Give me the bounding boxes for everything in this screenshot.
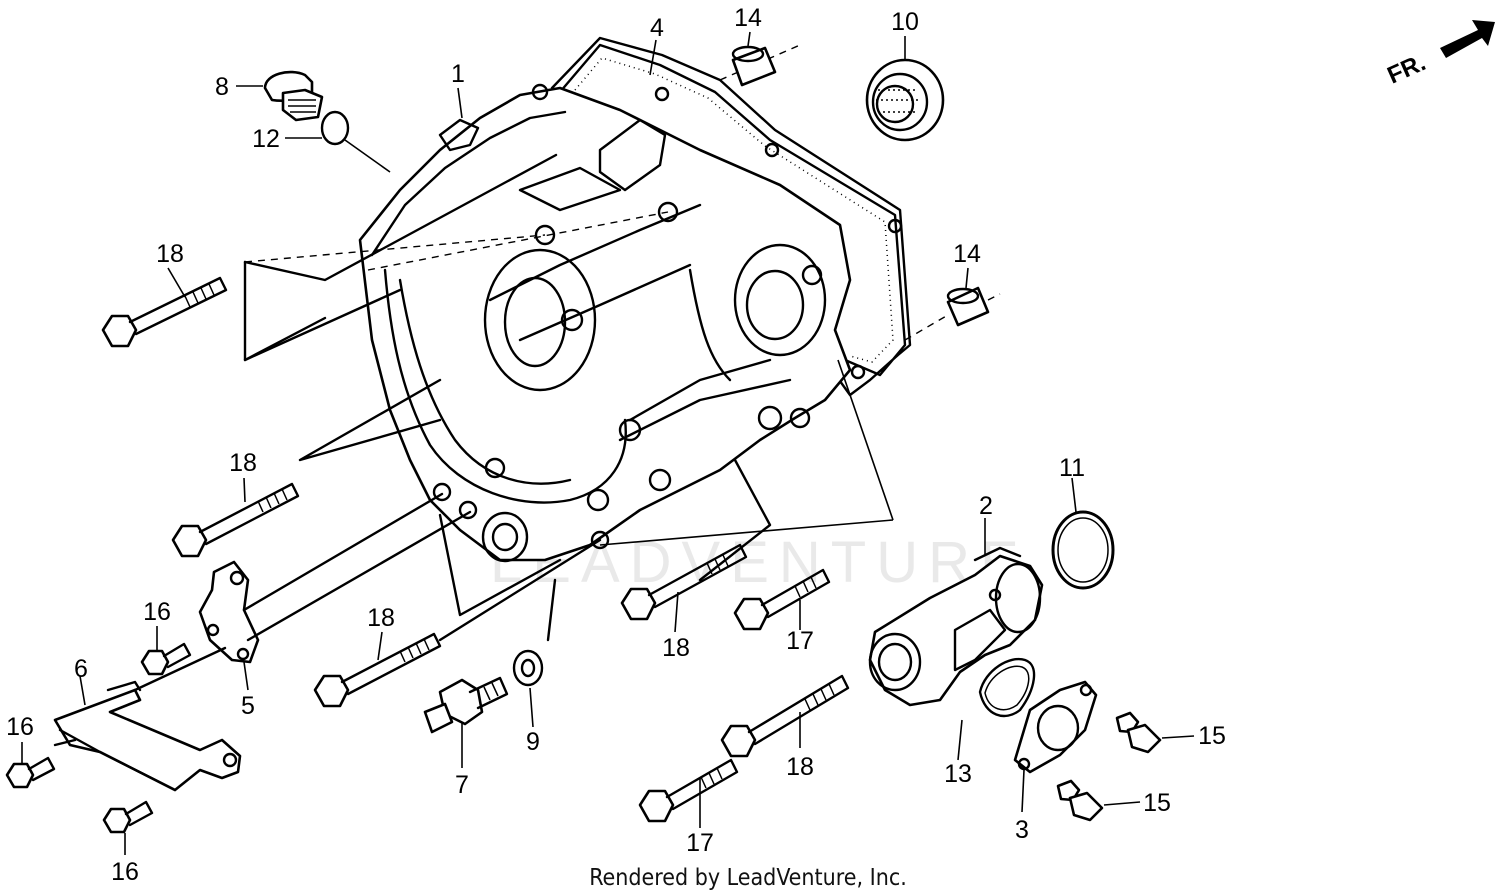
callout-16-upper: 16 <box>143 598 171 626</box>
callout-6: 6 <box>74 655 88 683</box>
callout-3: 3 <box>1015 816 1029 844</box>
callout-18-lower-right: 18 <box>786 753 814 781</box>
callout-labels: 1 2 3 4 5 6 7 8 9 10 11 12 13 14 14 15 1… <box>6 4 1226 886</box>
oil-seal <box>865 58 945 142</box>
callout-15-lower: 15 <box>1143 789 1171 817</box>
flange-bolt-16-upper <box>140 642 192 676</box>
hose-bracket <box>198 560 260 664</box>
flange-bolt-15-upper <box>1115 711 1162 754</box>
o-ring <box>320 110 350 146</box>
flange-bolt-18-middle <box>171 482 300 558</box>
flange-bolt-16-bottom <box>102 800 154 834</box>
dowel-pin-lower <box>946 286 990 327</box>
callout-15-upper: 15 <box>1198 722 1226 750</box>
flange-bolt-18-upper <box>101 276 228 348</box>
front-arrow-icon: FR. <box>1383 20 1495 89</box>
water-outlet-joint <box>868 546 1044 707</box>
flange-bolt-17-lower <box>638 758 739 823</box>
sealing-washer <box>512 649 544 687</box>
front-label: FR. <box>1383 49 1429 89</box>
callout-7: 7 <box>455 771 469 799</box>
callout-18-middle: 18 <box>229 449 257 477</box>
callout-13: 13 <box>944 760 972 788</box>
callout-2: 2 <box>979 492 993 520</box>
flange-bolt-15-lower <box>1056 779 1104 822</box>
joint-o-ring <box>1051 510 1115 590</box>
callout-17-lower: 17 <box>686 829 714 857</box>
callout-14-lower: 14 <box>953 240 981 268</box>
callout-14-upper: 14 <box>734 4 762 32</box>
callout-12: 12 <box>252 125 280 153</box>
callout-9: 9 <box>526 728 540 756</box>
callout-16-bottom: 16 <box>111 858 139 886</box>
guard-plate <box>53 680 242 792</box>
callout-5: 5 <box>241 692 255 720</box>
flange-bolt-18-lower-left <box>313 632 442 708</box>
callout-18-center: 18 <box>662 634 690 662</box>
callout-8: 8 <box>215 73 229 101</box>
flange-bolt-18-center <box>620 543 748 621</box>
callout-18-lower-left: 18 <box>367 604 395 632</box>
flange-bolt-16-left <box>5 756 56 789</box>
callout-1: 1 <box>451 60 465 88</box>
joint-gasket <box>978 657 1036 718</box>
dowel-pin-upper <box>731 45 777 87</box>
callout-17-upper: 17 <box>786 627 814 655</box>
callout-4: 4 <box>650 14 664 42</box>
oil-filler-cap <box>263 70 324 122</box>
callout-10: 10 <box>891 8 919 36</box>
temperature-sensor <box>423 676 509 734</box>
right-crankcase-cover <box>358 83 852 563</box>
flange-bolt-18-lower-right <box>720 674 850 758</box>
callout-11: 11 <box>1059 454 1085 482</box>
flange-bolt-17-upper <box>733 568 831 631</box>
leader-lines <box>21 31 1195 855</box>
footer-credit: Rendered by LeadVenture, Inc. <box>589 865 907 891</box>
callout-16-left: 16 <box>6 713 34 741</box>
outlet-cover <box>1013 680 1098 774</box>
callout-18-upper: 18 <box>156 240 184 268</box>
